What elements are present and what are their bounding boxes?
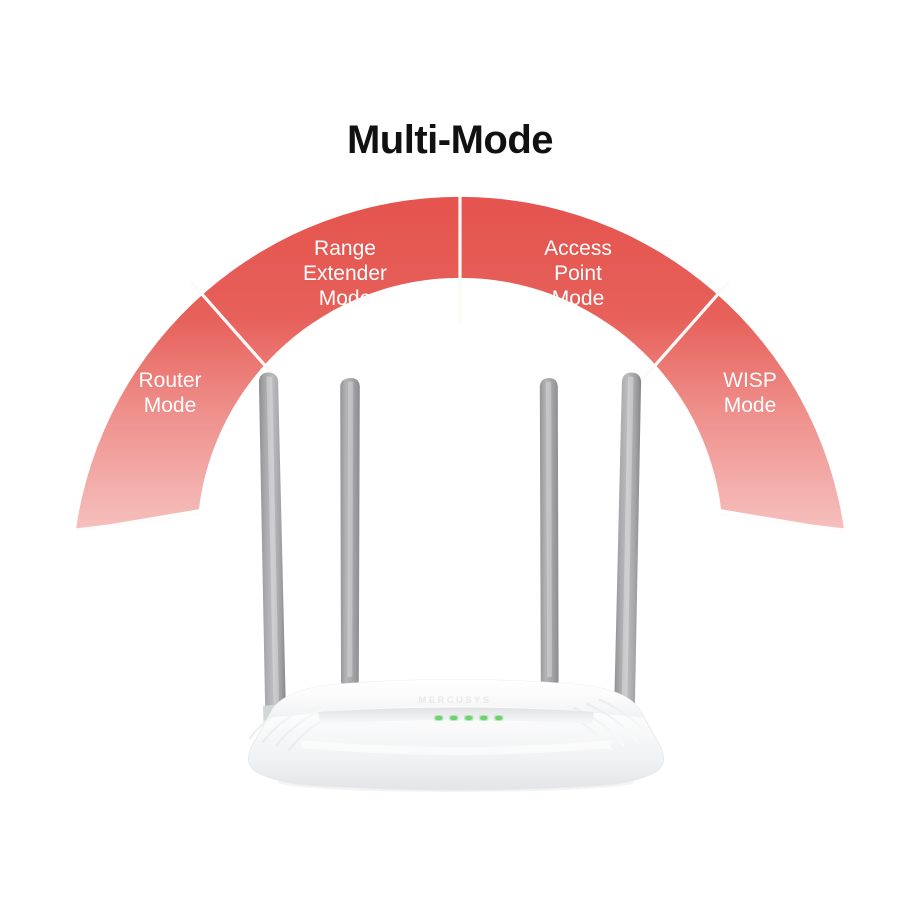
- arc-band-group: [75, 196, 845, 530]
- led-indicator: [479, 715, 489, 721]
- arc-divider-start: [74, 513, 202, 532]
- arc-divider-end: [718, 513, 846, 532]
- arc-dividers: [74, 195, 846, 532]
- antenna-4: [613, 372, 642, 735]
- router-top-face: [268, 679, 644, 718]
- page-title: Multi-Mode: [346, 118, 554, 162]
- led-indicator-group: [434, 715, 504, 721]
- led-indicator: [494, 715, 504, 721]
- router-vent-left: [248, 698, 341, 752]
- router-chassis: [248, 679, 664, 792]
- antenna-1: [258, 372, 287, 735]
- router-bevel: [300, 740, 612, 755]
- led-indicator: [434, 715, 444, 721]
- led-indicator: [464, 715, 474, 721]
- arc-band: [75, 196, 845, 530]
- arc-divider-3: [639, 281, 730, 383]
- antenna-3: [539, 378, 559, 688]
- antenna-2: [340, 378, 360, 688]
- led-indicator: [449, 715, 459, 721]
- arc-divider-1: [190, 281, 281, 383]
